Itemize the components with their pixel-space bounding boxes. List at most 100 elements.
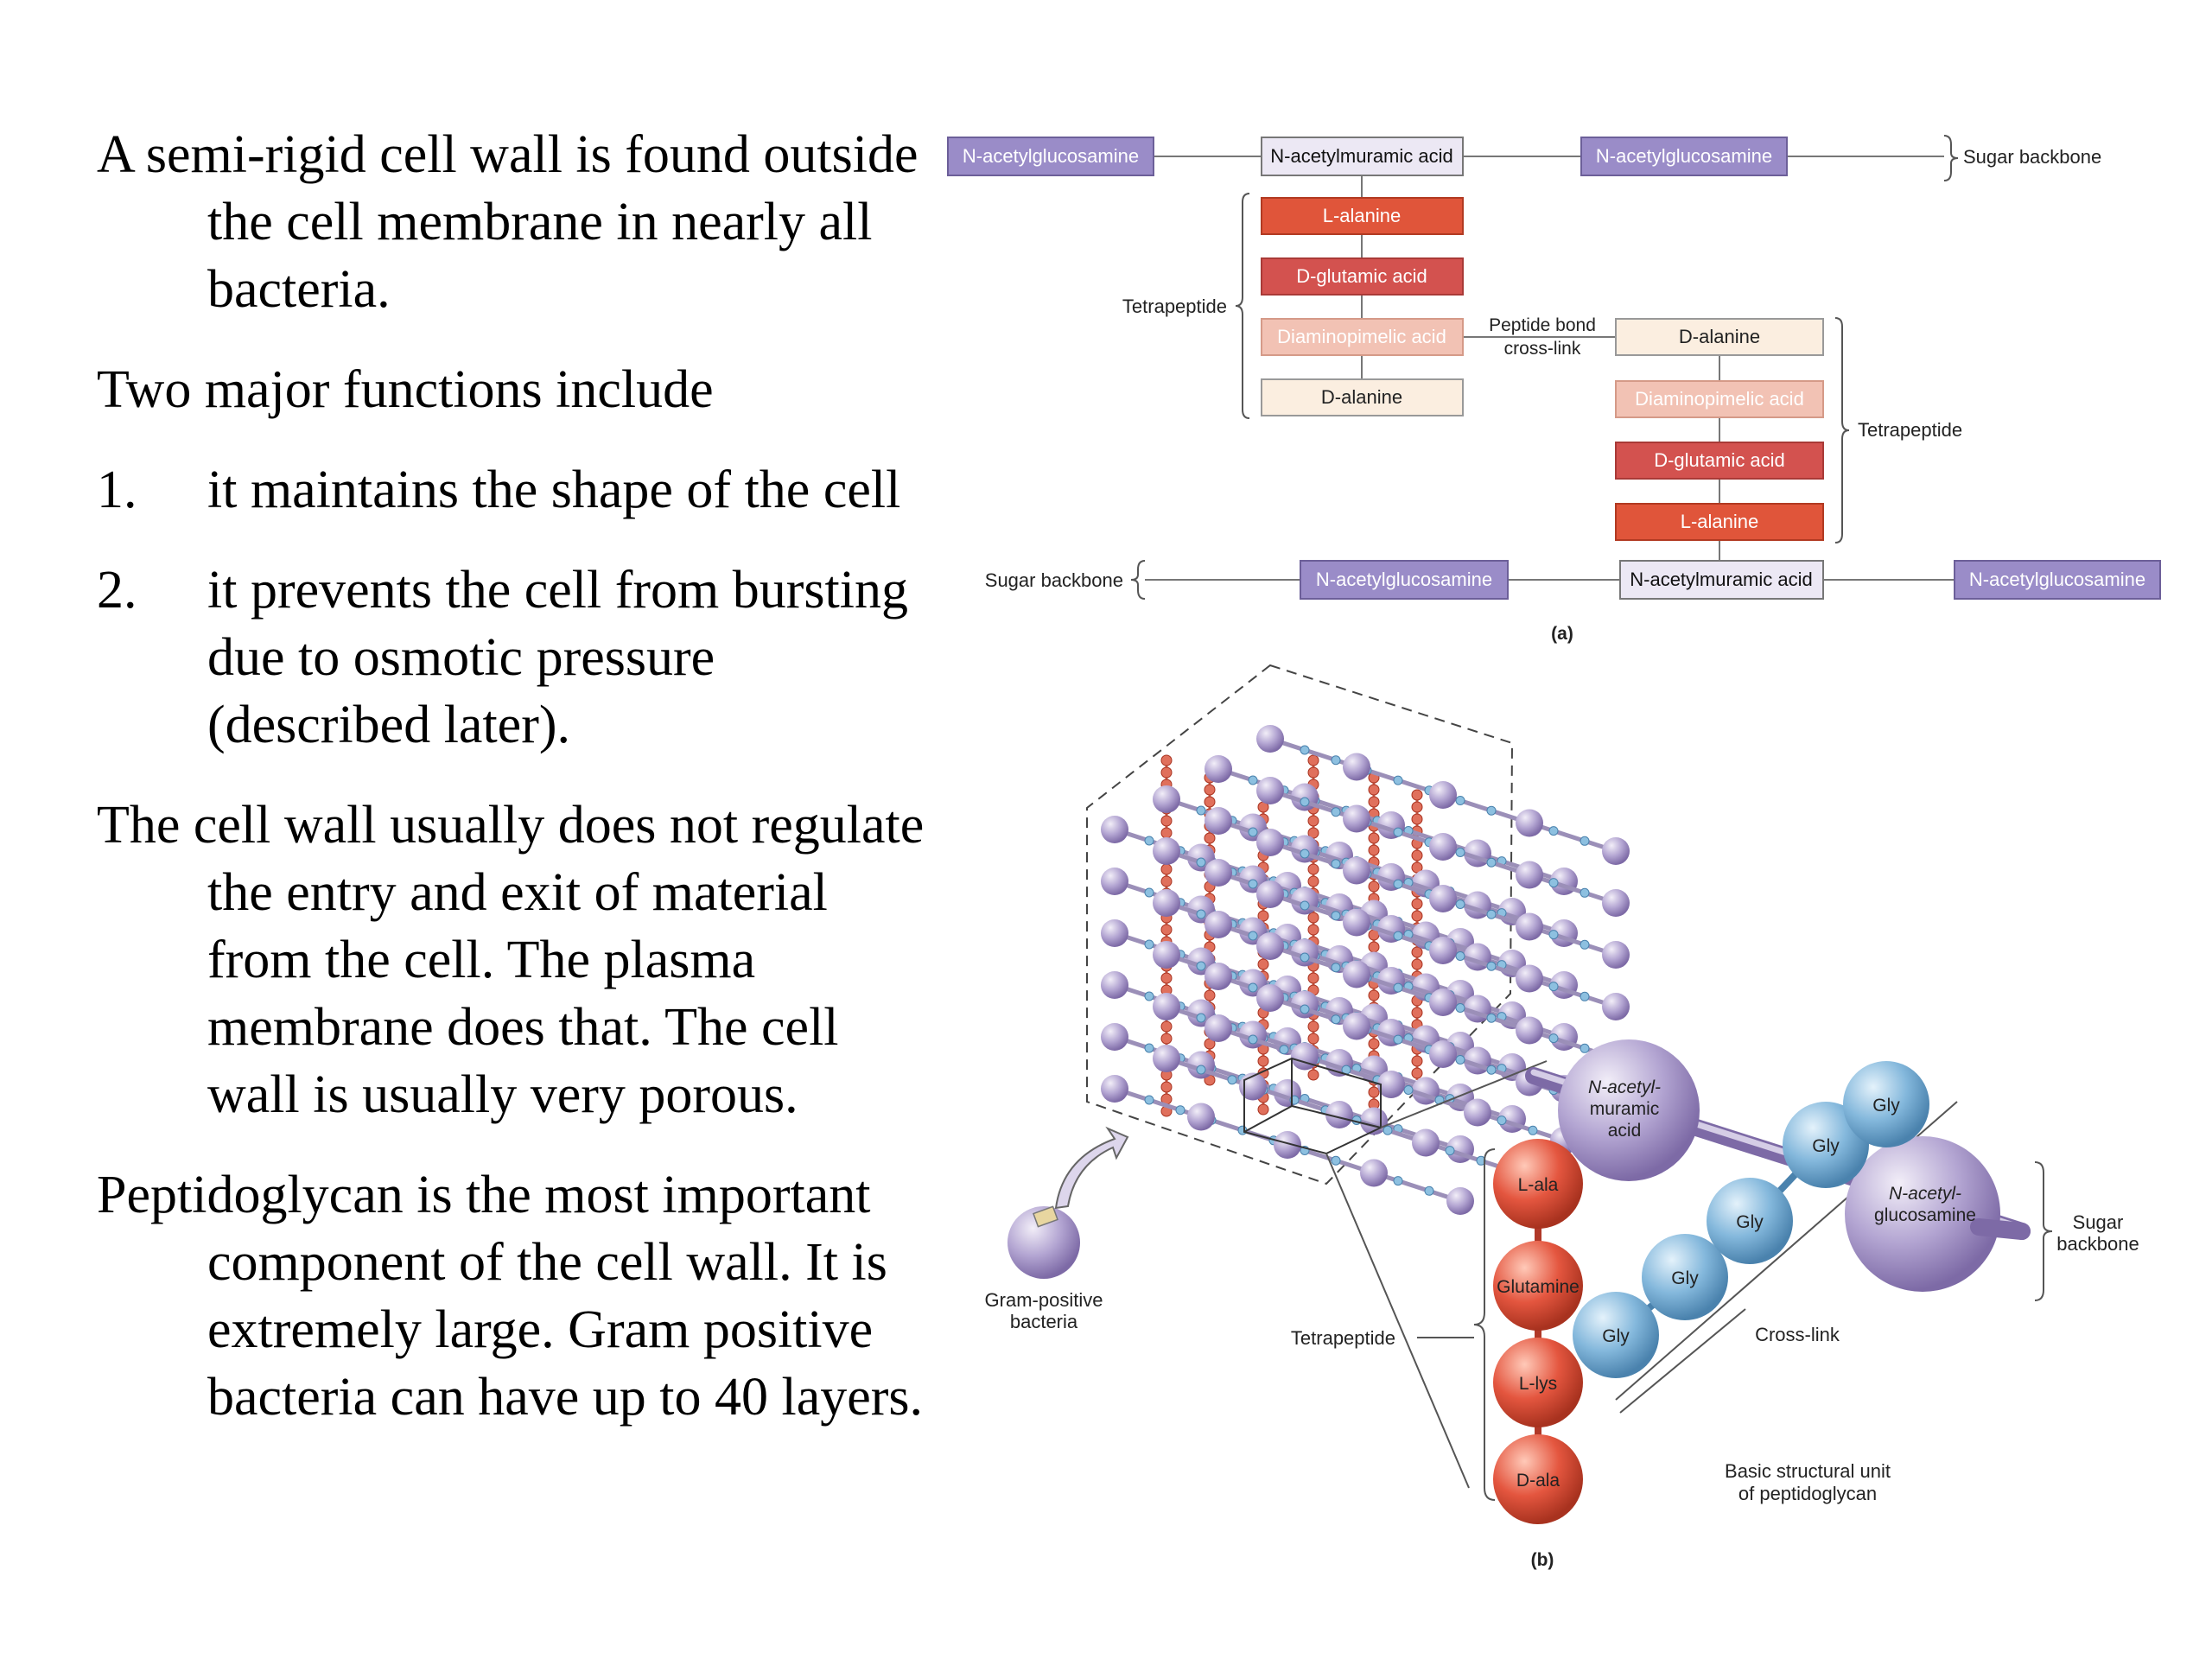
nag-label-bottom-right: N-acetylglucosamine bbox=[1969, 569, 2145, 590]
glycine-bead bbox=[1331, 1155, 1341, 1166]
function-item-2: 2. it prevents the cell from bursting du… bbox=[97, 556, 926, 759]
paragraph-cell-wall-location: A semi-rigid cell wall is found outside … bbox=[97, 125, 918, 319]
nag-label-top-left: N-acetylglucosamine bbox=[963, 145, 1139, 167]
nag-box-bottom-right bbox=[1954, 560, 2161, 600]
glycine-bead bbox=[1248, 879, 1258, 889]
glutamine-sphere bbox=[1493, 1241, 1583, 1331]
gly-sphere-2 bbox=[1642, 1234, 1728, 1320]
basic-structural-unit: N-acetyl- muramic acid N-acetyl- glucosa… bbox=[1291, 1039, 2139, 1524]
gly-label-3: Gly bbox=[1736, 1212, 1764, 1232]
glycine-bead bbox=[1580, 1043, 1590, 1053]
glycine-bead bbox=[1486, 1065, 1497, 1075]
basic-unit-label-1: Basic structural unit bbox=[1725, 1460, 1891, 1482]
glycine-bead bbox=[1331, 755, 1341, 766]
glycan-sphere bbox=[1256, 932, 1284, 960]
glycan-sphere bbox=[1153, 889, 1180, 917]
glycine-bead bbox=[1300, 849, 1310, 859]
glycine-bead bbox=[1580, 836, 1590, 846]
glycine-bead bbox=[1144, 1043, 1154, 1053]
peptide-bead bbox=[1368, 1086, 1380, 1098]
peptide-bead bbox=[1307, 827, 1319, 839]
peptide-bead bbox=[1160, 1081, 1173, 1093]
glycan-sphere bbox=[1325, 1101, 1353, 1128]
tetrapeptide-label-right: Tetrapeptide bbox=[1858, 419, 1962, 441]
glycine-bead bbox=[1331, 807, 1341, 817]
glycan-sphere bbox=[1256, 829, 1284, 856]
peptide-bead bbox=[1368, 989, 1380, 1001]
peptide-bead bbox=[1204, 832, 1216, 844]
peptide-bead bbox=[1368, 844, 1380, 856]
brace-bottom-sugar bbox=[1130, 560, 1146, 600]
nag-label-top-right: N-acetylglucosamine bbox=[1596, 145, 1772, 167]
glycan-sphere bbox=[1429, 1040, 1457, 1068]
glycan-sphere bbox=[1291, 1042, 1319, 1071]
tetrapeptide-label-b: Tetrapeptide bbox=[1291, 1327, 1395, 1349]
glycine-bead bbox=[1445, 1146, 1455, 1156]
l-alanine-box-left bbox=[1261, 197, 1464, 235]
glycine-bead bbox=[1393, 879, 1403, 889]
glycan-sphere bbox=[1602, 941, 1630, 969]
glycan-sphere bbox=[1153, 993, 1180, 1020]
glycan-sphere bbox=[1602, 993, 1630, 1020]
glycine-bead bbox=[1455, 1055, 1465, 1065]
glycine-bead bbox=[1455, 848, 1465, 857]
l-lys-label: L-lys bbox=[1519, 1374, 1557, 1394]
glycan-sphere bbox=[1516, 912, 1543, 941]
glycine-bead bbox=[1486, 961, 1497, 971]
l-alanine-label-right: L-alanine bbox=[1681, 511, 1759, 532]
glycan-sphere bbox=[1429, 937, 1457, 964]
glycine-bead bbox=[1497, 1116, 1507, 1126]
cross-link-label: Cross-link bbox=[1755, 1324, 1840, 1345]
peptide-bead bbox=[1411, 849, 1423, 861]
peptide-bead bbox=[1411, 789, 1423, 801]
peptide-bead bbox=[1411, 801, 1423, 813]
peptide-bead bbox=[1160, 766, 1173, 779]
nam-label-top: N-acetylmuramic acid bbox=[1270, 145, 1453, 167]
d-glutamic-box-right bbox=[1615, 442, 1824, 480]
glycine-bead bbox=[1424, 1185, 1434, 1196]
lattice-outline bbox=[1086, 664, 1514, 1185]
glycine-bead bbox=[1580, 887, 1590, 898]
peptide-bead bbox=[1411, 958, 1423, 970]
glycan-sphere bbox=[1101, 971, 1128, 999]
text-column: A semi-rigid cell wall is found outside … bbox=[97, 121, 926, 1464]
peptide-bead bbox=[1411, 861, 1423, 874]
item-number-2: 2. bbox=[97, 561, 137, 620]
glycan-sphere bbox=[1343, 753, 1370, 781]
glycine-bead bbox=[1486, 909, 1497, 919]
paragraph-functions-intro: Two major functions include bbox=[97, 360, 714, 419]
glycan-sphere bbox=[1602, 889, 1630, 917]
brace-right-tetrapeptide bbox=[1834, 317, 1850, 543]
sugar-backbone-label-bottom: Sugar backbone bbox=[985, 569, 1123, 591]
peptide-bead bbox=[1368, 784, 1380, 796]
nam-sphere-label-1: N-acetyl- bbox=[1588, 1077, 1661, 1097]
peptide-bead bbox=[1411, 1067, 1423, 1079]
glycan-sphere bbox=[1429, 833, 1457, 861]
glycan-sphere bbox=[1153, 941, 1180, 969]
nag-label-bottom-left: N-acetylglucosamine bbox=[1316, 569, 1492, 590]
arrow-icon bbox=[1054, 1126, 1129, 1210]
glycine-bead bbox=[1248, 1034, 1258, 1045]
glycan-sphere bbox=[1153, 1045, 1180, 1072]
lattice-cube bbox=[1086, 664, 1630, 1489]
glycan-sphere bbox=[1446, 1187, 1474, 1215]
glycine-bead bbox=[1393, 827, 1403, 837]
glycan-sphere bbox=[1205, 1014, 1232, 1042]
nag-box-bottom-left bbox=[1300, 560, 1509, 600]
glycine-bead bbox=[1548, 1033, 1559, 1044]
nam-box-top bbox=[1261, 137, 1464, 176]
glycan-sphere bbox=[1412, 1128, 1440, 1157]
glycine-bead bbox=[1393, 1176, 1403, 1186]
peptide-bead bbox=[1307, 1020, 1319, 1033]
peptide-bead bbox=[1411, 813, 1423, 825]
gly-sphere-4 bbox=[1783, 1102, 1869, 1188]
glycan-sphere bbox=[1516, 809, 1543, 837]
sugar-label-b-2: backbone bbox=[2056, 1233, 2139, 1255]
peptide-bead bbox=[1307, 863, 1319, 875]
glycine-bead bbox=[1548, 826, 1559, 836]
lattice-content bbox=[1101, 725, 1630, 1215]
peptide-bead bbox=[1307, 972, 1319, 984]
glycine-bead bbox=[1196, 909, 1206, 919]
glutamine-label: Glutamine bbox=[1497, 1277, 1580, 1297]
